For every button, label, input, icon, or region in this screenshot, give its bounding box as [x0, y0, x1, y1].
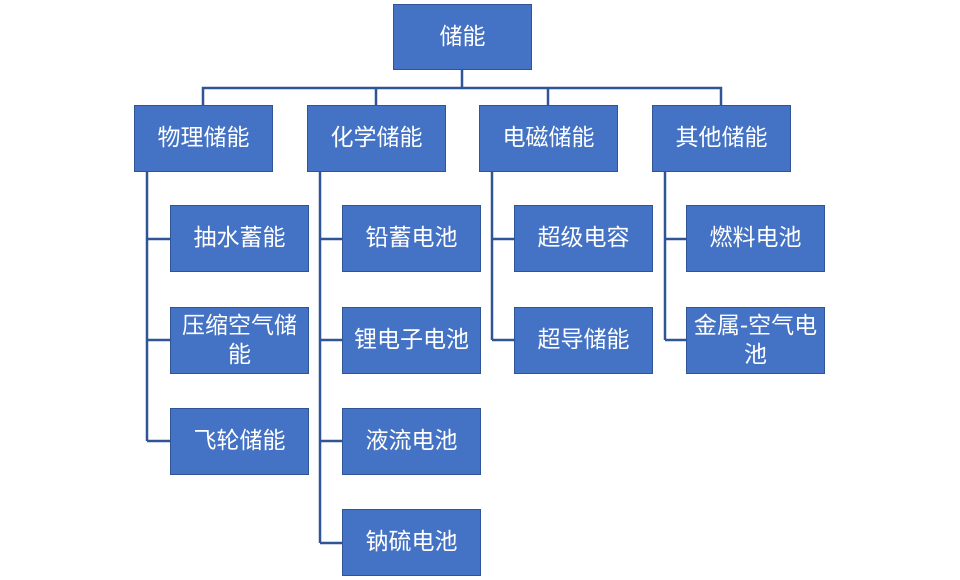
leaf-lithium: 锂电子电池: [342, 307, 481, 374]
category-chemical: 化学储能: [307, 105, 446, 172]
category-electromagnetic: 电磁储能: [479, 105, 618, 172]
leaf-superconducting: 超导储能: [514, 307, 653, 374]
leaf-pumped-hydro: 抽水蓄能: [170, 205, 309, 272]
leaf-fuel-cell: 燃料电池: [686, 205, 825, 272]
leaf-metal-air: 金属-空气电池: [686, 307, 825, 374]
leaf-lead-acid: 铅蓄电池: [342, 205, 481, 272]
category-other: 其他储能: [652, 105, 791, 172]
root-node: 储能: [393, 4, 532, 70]
leaf-supercapacitor: 超级电容: [514, 205, 653, 272]
leaf-compressed-air: 压缩空气储能: [170, 307, 309, 374]
leaf-flywheel: 飞轮储能: [170, 408, 309, 475]
leaf-flow-battery: 液流电池: [342, 408, 481, 475]
category-physical: 物理储能: [134, 105, 273, 172]
connector-bus: [201, 86, 723, 105]
leaf-sodium-sulfur: 钠硫电池: [342, 509, 481, 576]
